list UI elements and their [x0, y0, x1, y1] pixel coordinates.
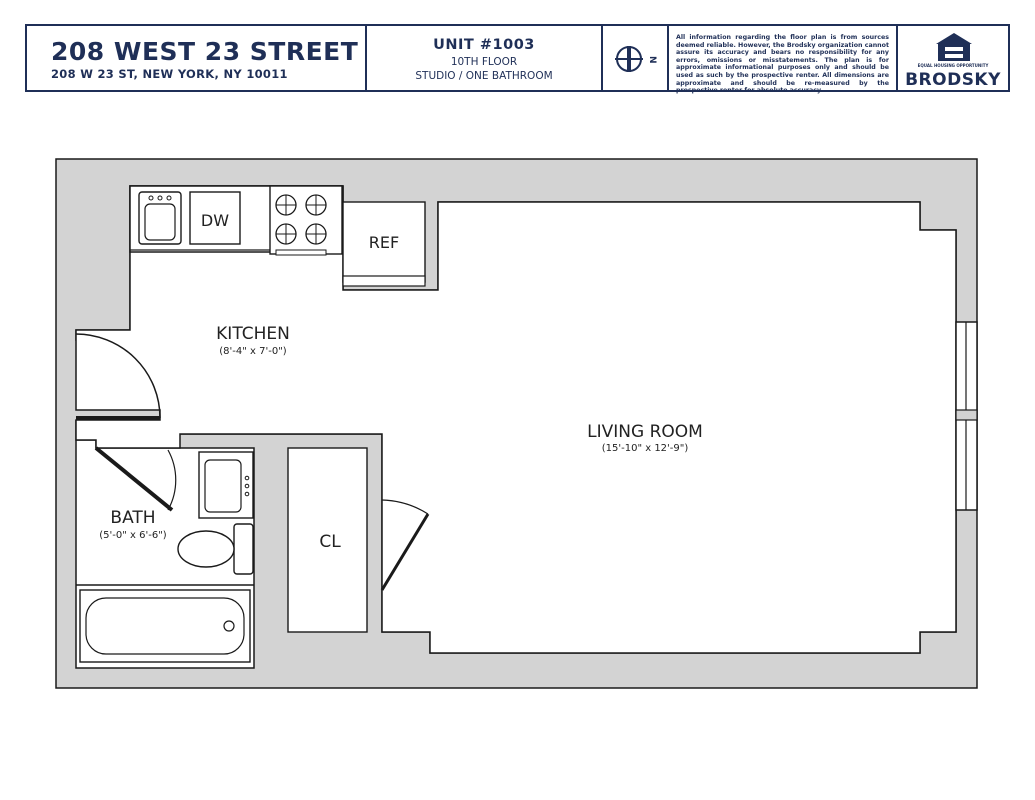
address-cell: 208 WEST 23 STREET 208 W 23 ST, NEW YORK… [27, 26, 367, 90]
closet [287, 447, 368, 633]
living-room-dims: (15'-10" x 12'-9") [602, 443, 689, 454]
unit-type: STUDIO / ONE BATHROOM [415, 70, 553, 82]
kitchen-dims: (8'-4" x 7'-0") [219, 346, 287, 357]
closet-door [380, 499, 430, 591]
bath-sink [198, 451, 254, 519]
kitchen-sink [138, 191, 182, 245]
unit-cell: UNIT #1003 10TH FLOOR STUDIO / ONE BATHR… [367, 26, 603, 90]
dishwasher-label: DW [201, 211, 229, 230]
bath-label: BATH [110, 508, 155, 528]
window [955, 321, 978, 511]
street-address: 208 W 23 ST, NEW YORK, NY 10011 [51, 67, 288, 81]
disclaimer-text: All information regarding the floor plan… [676, 34, 889, 95]
compass-cell: N [603, 26, 669, 90]
title-block: 208 WEST 23 STREET 208 W 23 ST, NEW YORK… [25, 24, 1010, 94]
entry-door [75, 333, 161, 420]
living-room-label: LIVING ROOM [587, 422, 703, 442]
equal-housing-text: EQUAL HOUSING OPPORTUNITY [917, 63, 989, 68]
bath-dims: (5'-0" x 6'-6") [99, 530, 167, 541]
floor-label: 10TH FLOOR [450, 56, 518, 68]
toilet [177, 523, 254, 575]
unit-number: UNIT #1003 [433, 37, 535, 53]
bathtub [79, 589, 251, 663]
interior-floor [75, 185, 957, 654]
stove [269, 185, 343, 256]
kitchen-label: KITCHEN [216, 324, 290, 344]
refrigerator-label: REF [369, 233, 399, 252]
brand-logo: BRODSKY [905, 70, 1001, 90]
building-name: 208 WEST 23 STREET [51, 37, 359, 66]
refrigerator: REF [342, 201, 426, 287]
compass-n-label: N [647, 56, 657, 64]
equal-housing-icon [936, 33, 972, 61]
north-arrow-icon: N [615, 46, 657, 72]
closet-label: CL [319, 532, 341, 552]
logo-cell: EQUAL HOUSING OPPORTUNITY BRODSKY [898, 26, 1008, 90]
disclaimer-cell: All information regarding the floor plan… [669, 26, 898, 94]
bath-door [94, 446, 177, 512]
dishwasher: DW [189, 191, 241, 245]
